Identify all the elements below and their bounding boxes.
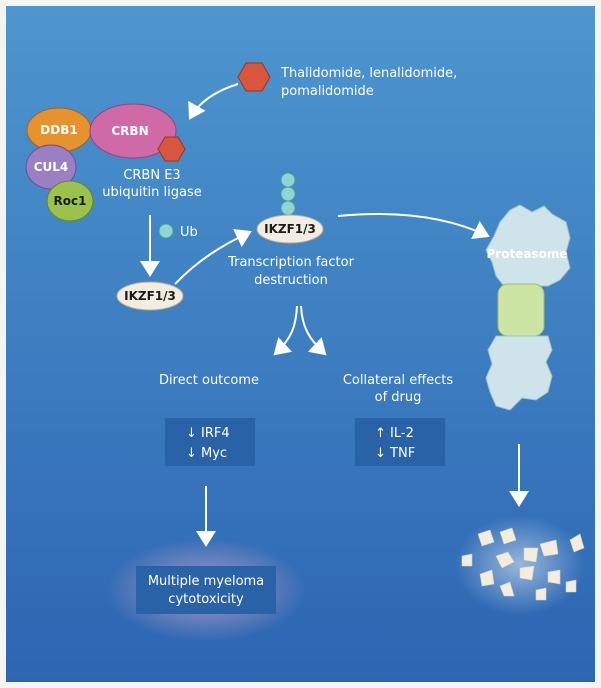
bound-drug-hexagon-icon [157, 136, 186, 162]
collateral-item-il2: ↑ IL-2 [375, 426, 414, 441]
drug-label-line2: pomalidomide [281, 84, 374, 99]
ub-label: Ub [180, 225, 198, 240]
to-proteasome-arrow [337, 213, 490, 240]
fragment-icon [461, 553, 473, 567]
direct-item-myc: ↓ Myc [186, 446, 227, 461]
proteasome-top [485, 204, 571, 287]
direct-outcome-title: Direct outcome [159, 373, 259, 388]
ddb1-label: DDB1 [40, 123, 77, 137]
ubiquitin-icon [158, 223, 174, 239]
outcome-line2: cytotoxicity [168, 592, 244, 607]
fragment-icon [495, 551, 515, 569]
fragment-icon [477, 529, 495, 547]
ubiquitin-chain-icon [280, 200, 296, 216]
drug-label-line1: Thalidomide, lenalidomide, [280, 66, 457, 81]
roc1-label: Roc1 [54, 194, 87, 208]
proteasome-core [497, 283, 545, 337]
proteasome-bottom [485, 335, 553, 411]
fragment-icon [547, 569, 561, 585]
drug-binding-arrow [188, 83, 239, 120]
cul4-label: CUL4 [34, 160, 69, 174]
fragment-icon [565, 579, 577, 593]
fragment-icon [535, 587, 547, 601]
fragment-icon [519, 565, 535, 581]
ligase-caption-line1: CRBN E3 [123, 168, 180, 183]
destruction-label-line2: destruction [254, 273, 328, 288]
crbn-label: CRBN [111, 124, 148, 138]
collateral-title-line2: of drug [375, 390, 422, 405]
fragment-icon [499, 527, 517, 545]
cytotoxicity-box [136, 566, 276, 614]
ikzf-substrate [116, 281, 184, 311]
fragment-icon [569, 533, 585, 553]
ubiquitin-chain-icon [280, 172, 296, 188]
destruction-label-line1: Transcription factor [227, 255, 354, 270]
fragments-glow [455, 515, 585, 615]
branch-collateral-arrow [300, 305, 327, 356]
fragment-icon [539, 539, 559, 557]
drug-hexagon-icon [237, 62, 271, 92]
ubiquitination-arrow [174, 229, 252, 285]
fragment-icon [479, 569, 495, 587]
collateral-item-tnf: ↓ TNF [375, 446, 415, 461]
outcome-line1: Multiple myeloma [148, 574, 264, 589]
roc1-subunit [46, 180, 94, 222]
proteasome-label: Proteasome [487, 247, 568, 261]
fragment-icon [523, 547, 539, 563]
peptide-fragments [461, 527, 585, 601]
branch-direct-arrow [273, 305, 298, 356]
direct-outcome-box [165, 418, 255, 466]
ikzf-ubiquitinated [256, 214, 324, 244]
ikzf-substrate-label: IKZF1/3 [124, 289, 176, 303]
ligase-caption-line2: ubiquitin ligase [102, 185, 202, 200]
collateral-title-line1: Collateral effects [343, 373, 454, 388]
collateral-box [355, 418, 445, 466]
ubiquitin-chain-icon [280, 186, 296, 202]
crbn-subunit [89, 103, 177, 159]
fragment-icon [499, 581, 515, 597]
direct-item-irf4: ↓ IRF4 [186, 426, 230, 441]
ikzf-ubiquitinated-label: IKZF1/3 [264, 222, 316, 236]
